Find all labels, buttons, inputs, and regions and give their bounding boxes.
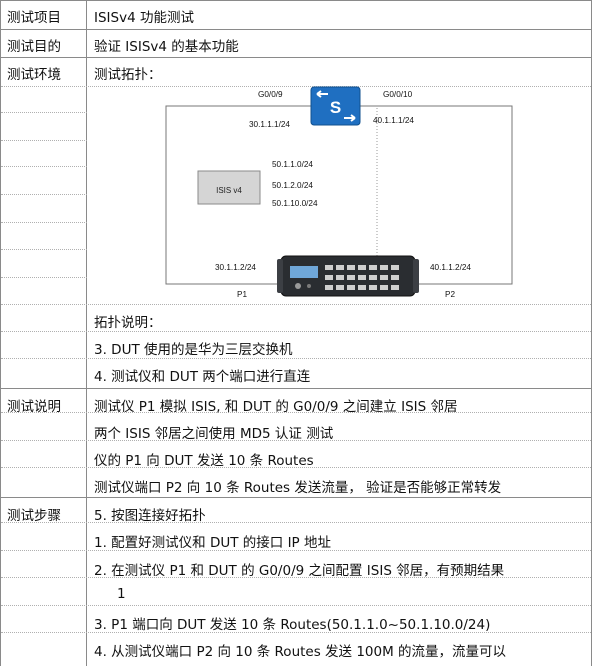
switch-icon-letter: S — [330, 98, 341, 117]
table-column-divider — [86, 0, 87, 666]
inner-dotted-rule — [1, 86, 591, 87]
inner-dotted-rule — [1, 632, 591, 633]
topology-title: 测试拓扑： — [94, 67, 162, 83]
inner-dotted-rule — [1, 277, 87, 278]
step-line: 1. 配置好测试仪和 DUT 的接口 IP 地址 — [94, 535, 331, 551]
switch-ip-left: 30.1.1.1/24 — [249, 120, 290, 129]
inner-dotted-rule — [1, 222, 87, 223]
step-line: 1 — [117, 586, 126, 602]
topology-description-item: 3. DUT 使用的是华为三层交换机 — [94, 342, 293, 358]
step-line: 3. P1 端口向 DUT 发送 10 条 Routes(50.1.1.0~50… — [94, 617, 491, 633]
row-divider — [0, 388, 592, 389]
step-line: 2. 在测试仪 P1 和 DUT 的 G0/0/9 之间配置 ISIS 邻居，有… — [94, 563, 505, 579]
step-line: 4. 从测试仪端口 P2 向 10 条 Routes 发送 100M 的流量，流… — [94, 644, 507, 660]
explanation-line: 仪的 P1 向 DUT 发送 10 条 Routes — [94, 453, 314, 469]
topology-description-title: 拓扑说明： — [94, 315, 162, 331]
table-border-left — [0, 0, 1, 666]
inner-dotted-rule — [1, 112, 87, 113]
inner-dotted-rule — [1, 140, 87, 141]
tester-device-icon — [277, 255, 419, 297]
label-test-item: 测试项目 — [7, 10, 61, 26]
tester-ip-right: 40.1.1.2/24 — [430, 263, 471, 272]
port-p1-label: P1 — [237, 290, 247, 299]
table-border-top — [0, 0, 592, 1]
label-test-explanation: 测试说明 — [7, 399, 61, 415]
inner-dotted-rule — [1, 358, 591, 359]
route-label: 50.1.1.0/24 — [272, 160, 313, 169]
isis-router-label: ISIS v4 — [216, 186, 242, 195]
explanation-line: 测试仪端口 P2 向 10 条 Routes 发送流量， 验证是否能够正常转发 — [94, 480, 502, 496]
inner-dotted-rule — [1, 550, 591, 551]
value-test-purpose: 验证 ISISv4 的基本功能 — [94, 39, 239, 55]
inner-dotted-rule — [1, 605, 591, 606]
tester-ip-left: 30.1.1.2/24 — [215, 263, 256, 272]
label-test-environment: 测试环境 — [7, 67, 61, 83]
switch-port-right: G0/0/10 — [383, 90, 413, 99]
inner-dotted-rule — [1, 194, 87, 195]
label-test-purpose: 测试目的 — [7, 39, 61, 55]
row-divider — [0, 29, 592, 30]
switch-port-left: G0/0/9 — [258, 90, 283, 99]
inner-dotted-rule — [1, 249, 87, 250]
label-test-steps: 测试步骤 — [7, 508, 61, 524]
inner-dotted-rule — [1, 331, 591, 332]
explanation-line: 两个 ISIS 邻居之间使用 MD5 认证 测试 — [94, 426, 334, 442]
step-line: 5. 按图连接好拓扑 — [94, 508, 206, 524]
inner-dotted-rule — [1, 467, 591, 468]
route-label: 50.1.10.0/24 — [272, 199, 318, 208]
route-label: 50.1.2.0/24 — [272, 181, 313, 190]
inner-dotted-rule — [1, 412, 591, 413]
isis-router-box — [197, 170, 261, 205]
inner-dotted-rule — [1, 166, 87, 167]
explanation-line: 测试仪 P1 模拟 ISIS, 和 DUT 的 G0/0/9 之间建立 ISIS… — [94, 399, 458, 415]
inner-dotted-rule — [1, 440, 591, 441]
inner-dotted-rule — [1, 304, 591, 305]
network-topology-diagram: S G0/0/9 G0/0/10 30.1.1.1/24 40.1.1.1/24… — [165, 86, 513, 299]
inner-dotted-rule — [1, 522, 591, 523]
topology-description-item: 4. 测试仪和 DUT 两个端口进行直连 — [94, 369, 311, 385]
row-divider — [0, 57, 592, 58]
inner-dotted-rule — [1, 577, 591, 578]
value-test-item: ISISv4 功能测试 — [94, 10, 194, 26]
port-p2-label: P2 — [445, 290, 455, 299]
row-divider — [0, 497, 592, 498]
switch-icon: S — [310, 86, 361, 126]
switch-ip-right: 40.1.1.1/24 — [373, 116, 414, 125]
